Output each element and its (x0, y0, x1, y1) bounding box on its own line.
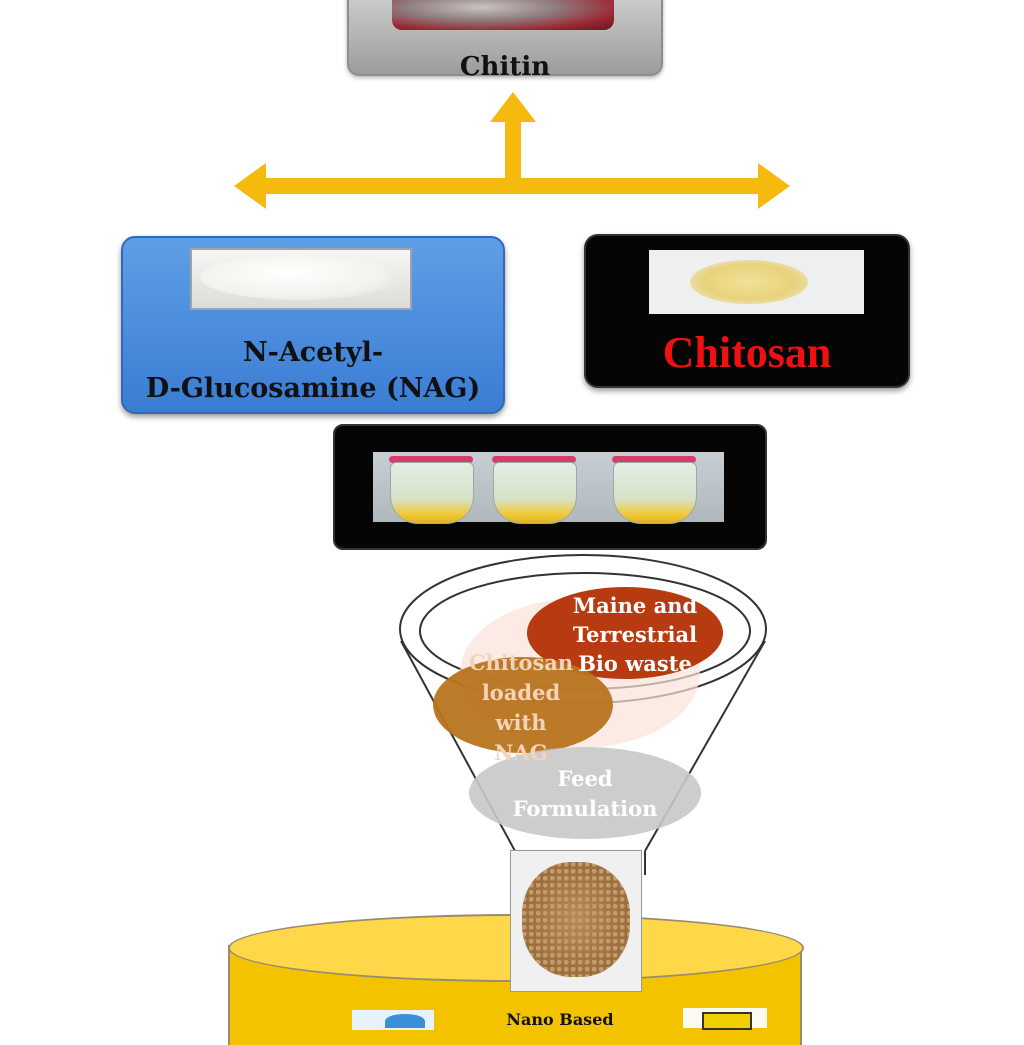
tube-cap (612, 456, 696, 463)
chitin-photo (392, 0, 614, 30)
chitosan-nag-line2: loaded (481, 680, 561, 705)
tube-cap (492, 456, 576, 463)
horizontal-arrow-shaft (262, 178, 762, 194)
right-arrowhead (758, 163, 790, 209)
nag-dish (200, 255, 398, 300)
branch-arrows (234, 92, 790, 209)
vertical-arrow-shaft (505, 118, 521, 186)
tube (390, 462, 474, 524)
nag-label: N-Acetyl- D-Glucosamine (NAG) (121, 335, 505, 407)
nag-label-line2: D-Glucosamine (NAG) (145, 373, 481, 404)
tube (493, 462, 577, 524)
chitosan-nag-line3: with (495, 710, 547, 735)
feed-pellets (522, 862, 630, 977)
marine-label-line2: Terrestrial (572, 622, 698, 647)
tube (613, 462, 697, 524)
base-label: Nano Based (506, 1010, 614, 1029)
nag-label-line1: N-Acetyl- (242, 337, 384, 368)
chitosan-label: Chitosan (662, 328, 832, 377)
fish-icon (385, 1014, 425, 1028)
chitin-label: Chitin (459, 52, 551, 82)
up-arrowhead (490, 92, 536, 122)
feed-formulation-label: Feed Formulation (480, 764, 690, 824)
chitosan-nag-label: Chitosan loaded with NAG (450, 648, 592, 768)
tube-cap (389, 456, 473, 463)
marine-label-line1: Maine and (572, 593, 698, 618)
chitosan-nag-ellipse (433, 657, 613, 753)
marine-waste-label: Maine and Terrestrial Bio waste (540, 591, 730, 678)
chitosan-powder (690, 260, 808, 304)
chitosan-nag-line1: Chitosan (468, 650, 574, 675)
funnel (399, 554, 767, 875)
chitosan-nag-line4: NAG (494, 740, 548, 765)
feed-ellipse (469, 747, 701, 839)
feed-label-line2: Formulation (512, 796, 658, 821)
marine-ellipse (527, 587, 723, 679)
logo-icon (702, 1012, 752, 1030)
feed-label-line1: Feed (557, 766, 613, 791)
marine-label-line3: Bio waste (578, 651, 692, 676)
left-arrowhead (234, 163, 266, 209)
